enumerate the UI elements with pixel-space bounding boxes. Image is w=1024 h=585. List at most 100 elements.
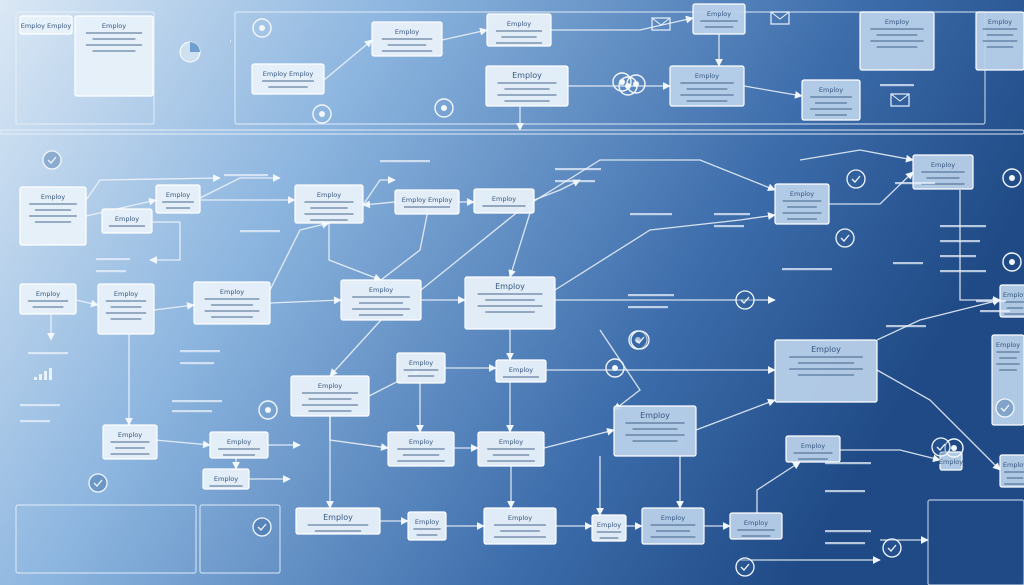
checkmark-icon (1002, 252, 1022, 272)
person-icon (618, 76, 638, 96)
flow-node[interactable]: Employ Employ (251, 63, 325, 95)
node-box (591, 514, 627, 542)
flow-node[interactable]: Employ (495, 359, 547, 383)
node-text-line (495, 30, 543, 32)
node-box (473, 188, 535, 214)
node-text-line (304, 201, 354, 203)
flow-node[interactable]: Employ (774, 183, 830, 225)
node-text-line (218, 448, 260, 450)
flow-node[interactable]: Employ Employ (394, 189, 460, 215)
navigation-arrow-icon (605, 358, 625, 378)
connector-arrow (85, 197, 157, 217)
flow-node[interactable]: Employ (591, 514, 627, 542)
flow-node[interactable]: Employ (774, 339, 878, 403)
bar-chart-icon (34, 368, 52, 380)
flow-node[interactable]: Employ (155, 184, 201, 214)
node-title: Employ (512, 71, 542, 80)
flow-node[interactable]: Employ (294, 184, 364, 224)
node-box (193, 281, 271, 325)
flow-node[interactable]: Employ (209, 431, 269, 459)
flow-node[interactable]: Employ Employ (19, 15, 73, 35)
flow-node[interactable]: Employ (407, 511, 447, 541)
node-box (101, 208, 153, 234)
connector-arrow (840, 449, 941, 463)
chat-bubble-icon (1002, 168, 1022, 188)
node-text-line (307, 524, 369, 526)
flow-node[interactable]: Employ (371, 21, 443, 57)
flow-node[interactable]: Employ (340, 279, 422, 321)
flow-node[interactable]: Employ (202, 468, 250, 490)
badge-icon (931, 437, 951, 457)
connector-arrow (149, 221, 181, 264)
flow-node[interactable]: Employ (669, 65, 745, 107)
node-text-line (1004, 313, 1024, 315)
flow-node[interactable]: Employ (101, 208, 153, 234)
flow-node[interactable]: Employ (912, 154, 974, 190)
connector-arrow (441, 27, 488, 41)
annotation-text (825, 462, 871, 465)
flow-node[interactable]: Employ (74, 15, 154, 97)
flow-node[interactable]: Employ (290, 375, 370, 417)
flow-node[interactable]: Employ (97, 283, 155, 335)
node-text-line (1004, 483, 1024, 485)
flow-node[interactable]: Employ (975, 11, 1024, 71)
node-text-line (308, 398, 352, 400)
flow-node[interactable]: Employ (102, 424, 158, 460)
flow-node[interactable]: Employ (613, 405, 697, 457)
annotation-text (825, 530, 871, 533)
connector-arrow (743, 85, 803, 99)
pencil-icon (252, 18, 272, 38)
node-box (669, 65, 745, 107)
flow-node[interactable]: Employ (999, 454, 1024, 488)
flow-node[interactable]: Employ (464, 276, 556, 330)
node-text-line (625, 434, 685, 436)
flow-node[interactable]: Employ (477, 431, 545, 467)
flow-node[interactable]: Employ (641, 507, 705, 545)
flow-node[interactable]: Employ (729, 512, 783, 540)
node-text-line (797, 362, 855, 364)
flow-node[interactable]: Employ (486, 13, 552, 47)
node-title: Employ (885, 18, 909, 26)
flow-node[interactable]: Employ (295, 507, 381, 535)
flow-node[interactable]: Employ (785, 435, 841, 463)
flow-node[interactable]: Employ (473, 188, 535, 214)
annotation-text (240, 230, 280, 233)
flow-node[interactable]: Employ (859, 11, 935, 71)
node-title: Employ (36, 290, 60, 298)
node-text-line (492, 454, 530, 456)
flow-node[interactable]: Employ (485, 65, 569, 107)
node-box (396, 352, 446, 384)
node-text-line (32, 306, 64, 308)
node-text-line (314, 530, 362, 532)
node-text-line (1006, 307, 1024, 309)
flow-node[interactable]: Employ (193, 281, 271, 325)
flow-node[interactable]: Employ (999, 284, 1024, 318)
node-text-line (494, 524, 546, 526)
node-text-line (810, 108, 852, 110)
flow-node[interactable]: Employ (387, 431, 455, 467)
annotation-text (940, 255, 976, 258)
flow-node[interactable]: Employ (692, 3, 746, 35)
flow-node[interactable]: Employ (991, 334, 1024, 426)
flow-node[interactable]: Employ (801, 79, 861, 121)
annotation-text (886, 325, 926, 328)
flow-node[interactable]: Employ (396, 352, 446, 384)
node-title: Employ (640, 411, 670, 420)
node-text-line (789, 368, 863, 370)
node-title: Employ (41, 193, 65, 201)
flow-node[interactable]: Employ (19, 186, 87, 246)
node-text-line (870, 28, 924, 30)
node-title: Employ (492, 195, 516, 203)
flow-node[interactable]: Employ (483, 507, 557, 545)
connector-arrow (695, 398, 776, 431)
node-text-line (477, 293, 543, 295)
node-text-line (310, 219, 348, 221)
flow-node[interactable]: Employ (19, 283, 77, 315)
node-text-line (625, 422, 685, 424)
node-box (394, 189, 460, 215)
node-text-line (403, 206, 451, 208)
node-text-line (999, 357, 1017, 359)
